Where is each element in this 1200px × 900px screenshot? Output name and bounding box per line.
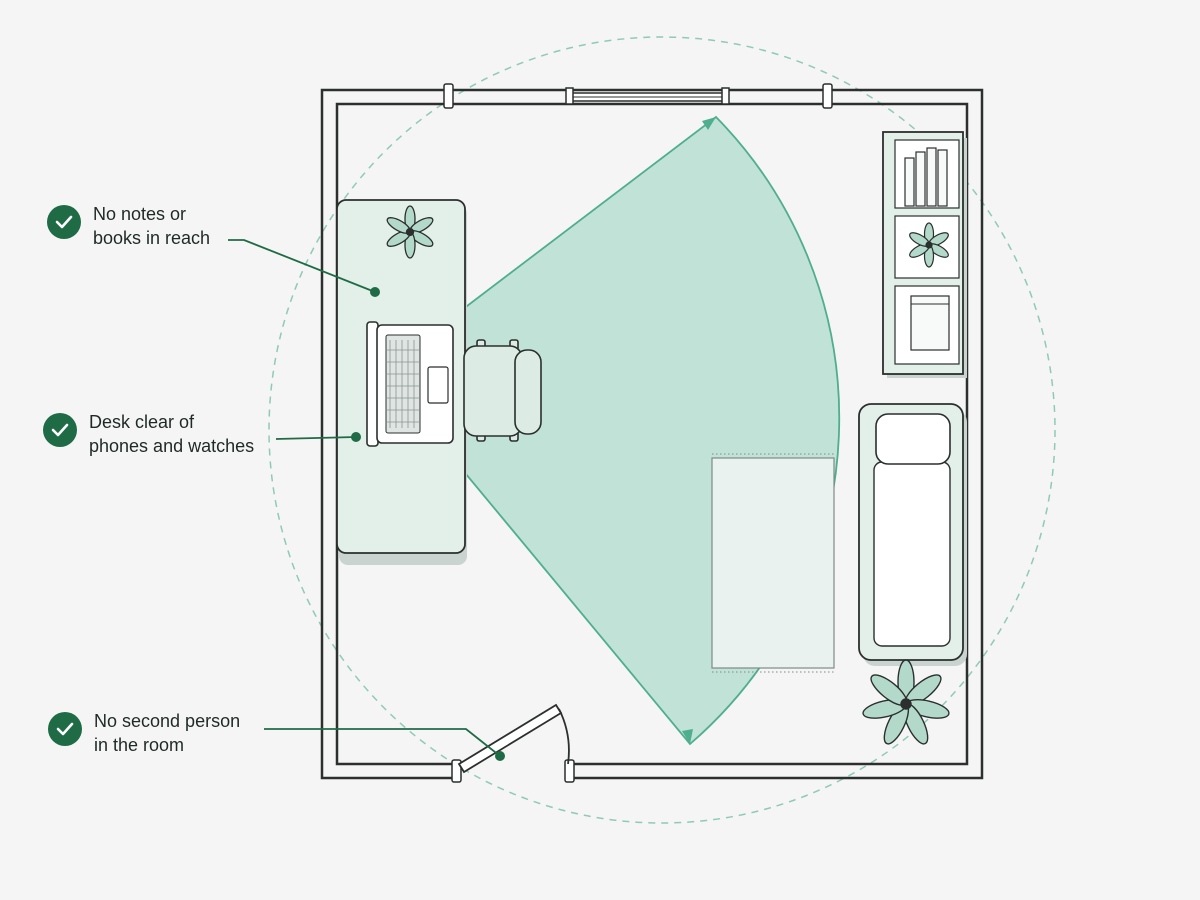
leader-dots [351, 287, 505, 761]
leader-line-desk [275, 436, 357, 440]
desk-plant-icon [386, 205, 434, 259]
storage-box [910, 295, 950, 351]
rug [711, 453, 835, 673]
callout-line: Desk clear of [89, 412, 195, 432]
callout-text: Desk clear of phones and watches [89, 410, 279, 458]
leader-line-notes [228, 239, 376, 293]
floor-plant-icon [862, 659, 950, 745]
bed [858, 403, 967, 666]
check-badge [47, 205, 81, 239]
check-badge [48, 712, 82, 746]
books [904, 147, 948, 207]
callout-line: phones and watches [89, 436, 255, 456]
leader-dot-desk [351, 432, 361, 442]
window [443, 83, 833, 109]
callout-no-notes: No notes or books in reach [47, 202, 283, 250]
coverage-circle [268, 36, 1056, 824]
callout-line: books in reach [93, 228, 211, 248]
check-icon [56, 722, 74, 736]
callout-line: No notes or [93, 204, 187, 224]
laptop [366, 321, 454, 447]
check-badge [43, 413, 77, 447]
callout-line: in the room [94, 735, 185, 755]
leader-dot-door [495, 751, 505, 761]
callout-no-second-person: No second person in the room [48, 709, 284, 757]
leader-dot-notes [370, 287, 380, 297]
check-icon [51, 423, 69, 437]
callout-text: No notes or books in reach [93, 202, 283, 250]
leader-line-door [264, 728, 501, 757]
bookshelf [882, 131, 967, 378]
room-walls [320, 88, 984, 780]
door [451, 703, 575, 783]
callout-line: No second person [94, 711, 241, 731]
callout-text: No second person in the room [94, 709, 284, 757]
leader-lines [228, 239, 501, 757]
desk-chair [463, 339, 542, 442]
shelf-plant-icon [909, 222, 949, 268]
callout-desk-clear: Desk clear of phones and watches [43, 410, 279, 458]
check-icon [55, 215, 73, 229]
